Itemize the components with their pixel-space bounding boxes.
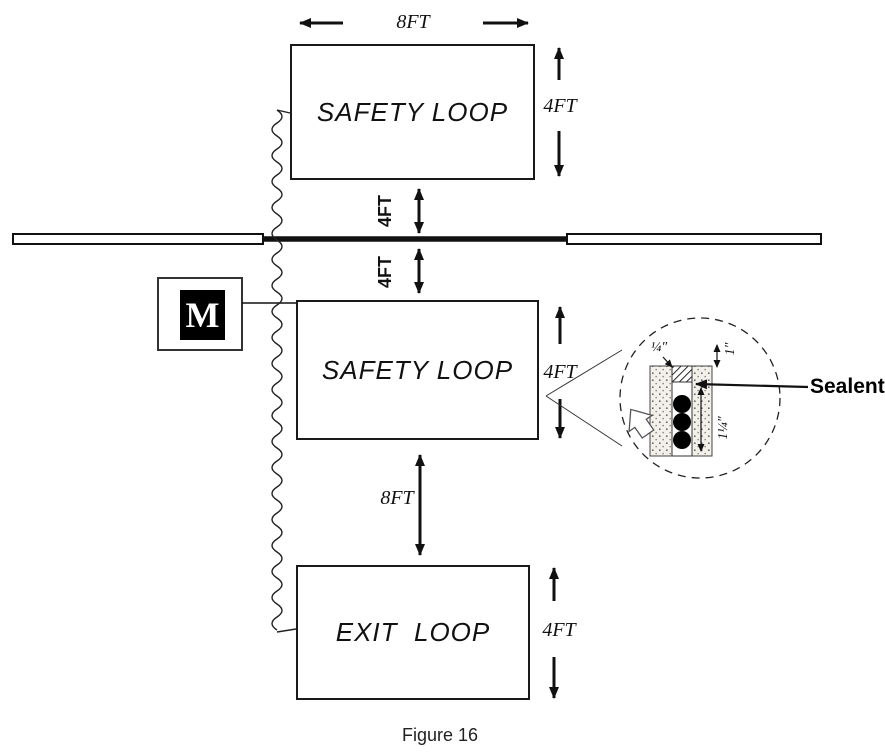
safety-loop-top: SAFETY LOOP bbox=[290, 44, 535, 180]
middle-to-exit-dim-label: 8FT bbox=[380, 487, 414, 509]
top-width-dim-label: 8FT bbox=[396, 11, 430, 33]
motor-icon: M bbox=[180, 290, 225, 340]
safety-loop-middle: SAFETY LOOP bbox=[296, 300, 539, 440]
sealant-leader-arrow bbox=[695, 379, 809, 390]
exit-loop-height-dim-label: 4FT bbox=[542, 619, 576, 641]
sealant-hatch bbox=[671, 365, 693, 383]
loop-wires bbox=[673, 395, 691, 449]
exit-loop: EXIT LOOP bbox=[296, 565, 530, 700]
top-loop-height-dim-label: 4FT bbox=[543, 95, 577, 117]
saw-cut-width-label: ¼″ bbox=[650, 340, 668, 355]
gate-to-middle-loop-dim-label: 4FT bbox=[374, 256, 395, 289]
middle-loop-height-dim-label: 4FT bbox=[543, 361, 577, 383]
saw-cut-slot bbox=[671, 381, 693, 457]
exit-loop-label: EXIT LOOP bbox=[335, 617, 491, 647]
gate-bar-left bbox=[12, 233, 264, 245]
gate-to-top-loop-dim-label: 4FT bbox=[374, 195, 395, 228]
safety-loop-top-label: SAFETY LOOP bbox=[316, 96, 509, 127]
motor-label: M bbox=[185, 295, 220, 335]
wire-depth-label: 1¼″ bbox=[716, 416, 731, 440]
hollow-arrow-icon bbox=[628, 408, 655, 439]
gate-bar-right bbox=[566, 233, 822, 245]
conduit-path bbox=[271, 109, 283, 631]
sealant-depth-label: 1″ bbox=[723, 342, 738, 356]
conduit bbox=[271, 109, 297, 633]
figure-caption: Figure 16 bbox=[401, 725, 479, 745]
safety-loop-middle-label: SAFETY LOOP bbox=[321, 354, 514, 385]
sealant-label: Sealent bbox=[810, 375, 885, 398]
